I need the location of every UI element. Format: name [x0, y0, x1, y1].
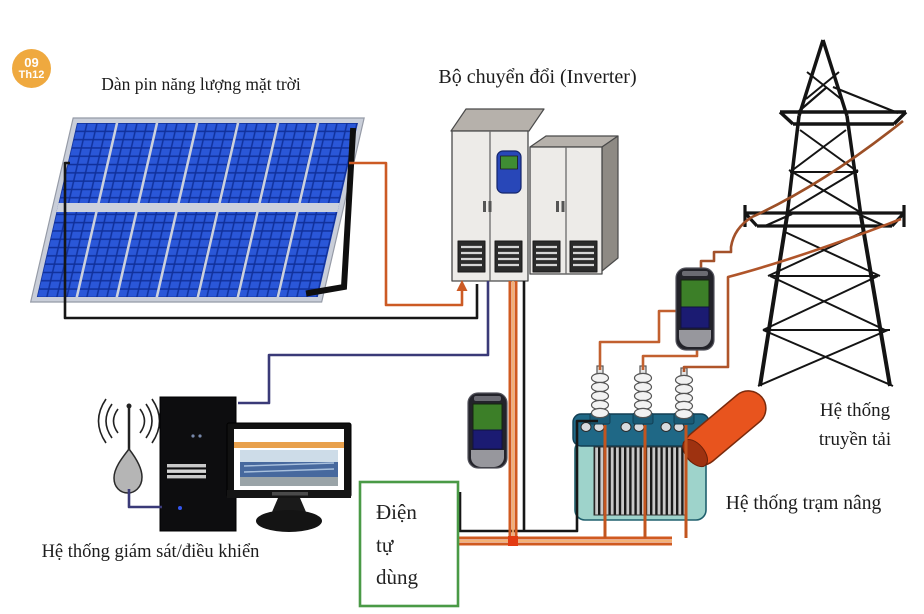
antenna-wire	[127, 489, 162, 509]
monitor-icon	[226, 422, 352, 532]
smart-meter-1	[467, 392, 508, 469]
self-use-label: Điện tự dùng	[376, 496, 418, 594]
bushing-wire-3	[682, 217, 902, 372]
transformer-risers	[603, 425, 688, 538]
transmission-label-line2: truyền tải	[818, 429, 892, 451]
self-use-line2: tự	[376, 532, 394, 557]
black-return-wire	[458, 281, 598, 533]
bushing-wire-1	[598, 309, 677, 370]
step-up-station-label: Hệ thống trạm nâng	[725, 493, 882, 514]
monitoring-wire	[238, 281, 490, 405]
solar-panel-array-icon	[29, 117, 365, 303]
transformer-bushings	[589, 365, 695, 425]
antenna-icon	[97, 398, 161, 494]
bushing-wire-2	[641, 349, 699, 370]
transmission-label: Hệ thống truyền tải	[800, 396, 910, 455]
self-use-line3: dùng	[376, 565, 418, 589]
vent-grilles	[457, 240, 598, 273]
pv-negative-wire	[63, 161, 479, 320]
inverter-display	[496, 150, 522, 194]
badge-day: 09	[24, 55, 39, 70]
solar-array-label: Dàn pin năng lượng mặt trời	[101, 74, 301, 94]
monitoring-label: Hệ thống giám sát/điều khiển	[41, 542, 260, 562]
transmission-label-line1: Hệ thống	[819, 400, 891, 421]
smart-meter-2	[675, 267, 715, 351]
self-use-line1: Điện	[376, 500, 417, 524]
ac-output-bundle	[458, 281, 672, 546]
monitoring-computer-icon	[97, 396, 352, 532]
badge-month: Th12	[18, 69, 45, 81]
transformer-cylinder	[682, 390, 767, 468]
wiring	[63, 119, 904, 546]
inverter-label: Bộ chuyển đổi (Inverter)	[438, 66, 637, 88]
transformer-windings	[593, 446, 687, 516]
meter-to-tower-wire	[699, 215, 753, 268]
transformer-small-bushings	[580, 422, 685, 432]
pv-positive-wire	[349, 161, 464, 307]
self-use-box	[358, 480, 460, 608]
panel-stand	[305, 127, 357, 297]
inverter-cabinet-icon	[450, 108, 619, 282]
transmission-tower-icon	[743, 39, 908, 387]
tower-span-wire	[751, 119, 904, 219]
date-badge: 09 Th12	[12, 49, 51, 88]
door-handles	[483, 201, 565, 212]
